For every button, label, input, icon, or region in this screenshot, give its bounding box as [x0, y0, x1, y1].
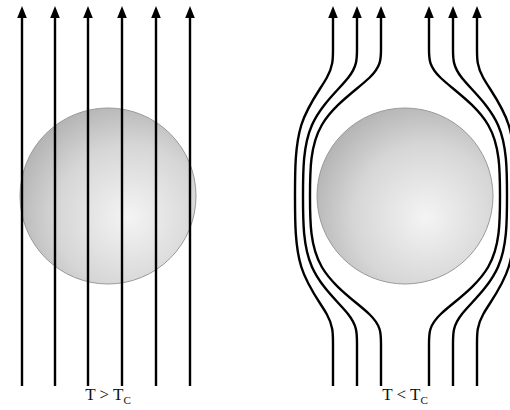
field-line	[429, 12, 500, 386]
subscript: C	[123, 394, 130, 406]
field-line	[87, 12, 89, 386]
normal-state-panel	[20, 12, 196, 386]
field-lines	[295, 12, 510, 386]
field-line	[477, 12, 510, 386]
sample-sphere	[20, 108, 196, 284]
field-lines	[22, 12, 190, 386]
temperature-label: T < TC	[382, 385, 428, 406]
field-line	[54, 12, 56, 386]
field-line	[21, 12, 23, 386]
sample-sphere	[317, 108, 493, 284]
field-line	[189, 12, 191, 386]
temperature-label: T > TC	[85, 385, 131, 406]
field-line	[295, 12, 333, 386]
temperature-condition: T < T	[382, 385, 420, 404]
subscript: C	[420, 394, 427, 406]
temperature-condition: T > T	[85, 385, 123, 404]
superconducting-panel	[295, 12, 510, 386]
field-line	[310, 12, 381, 386]
field-line	[121, 12, 123, 386]
field-line	[155, 12, 157, 386]
